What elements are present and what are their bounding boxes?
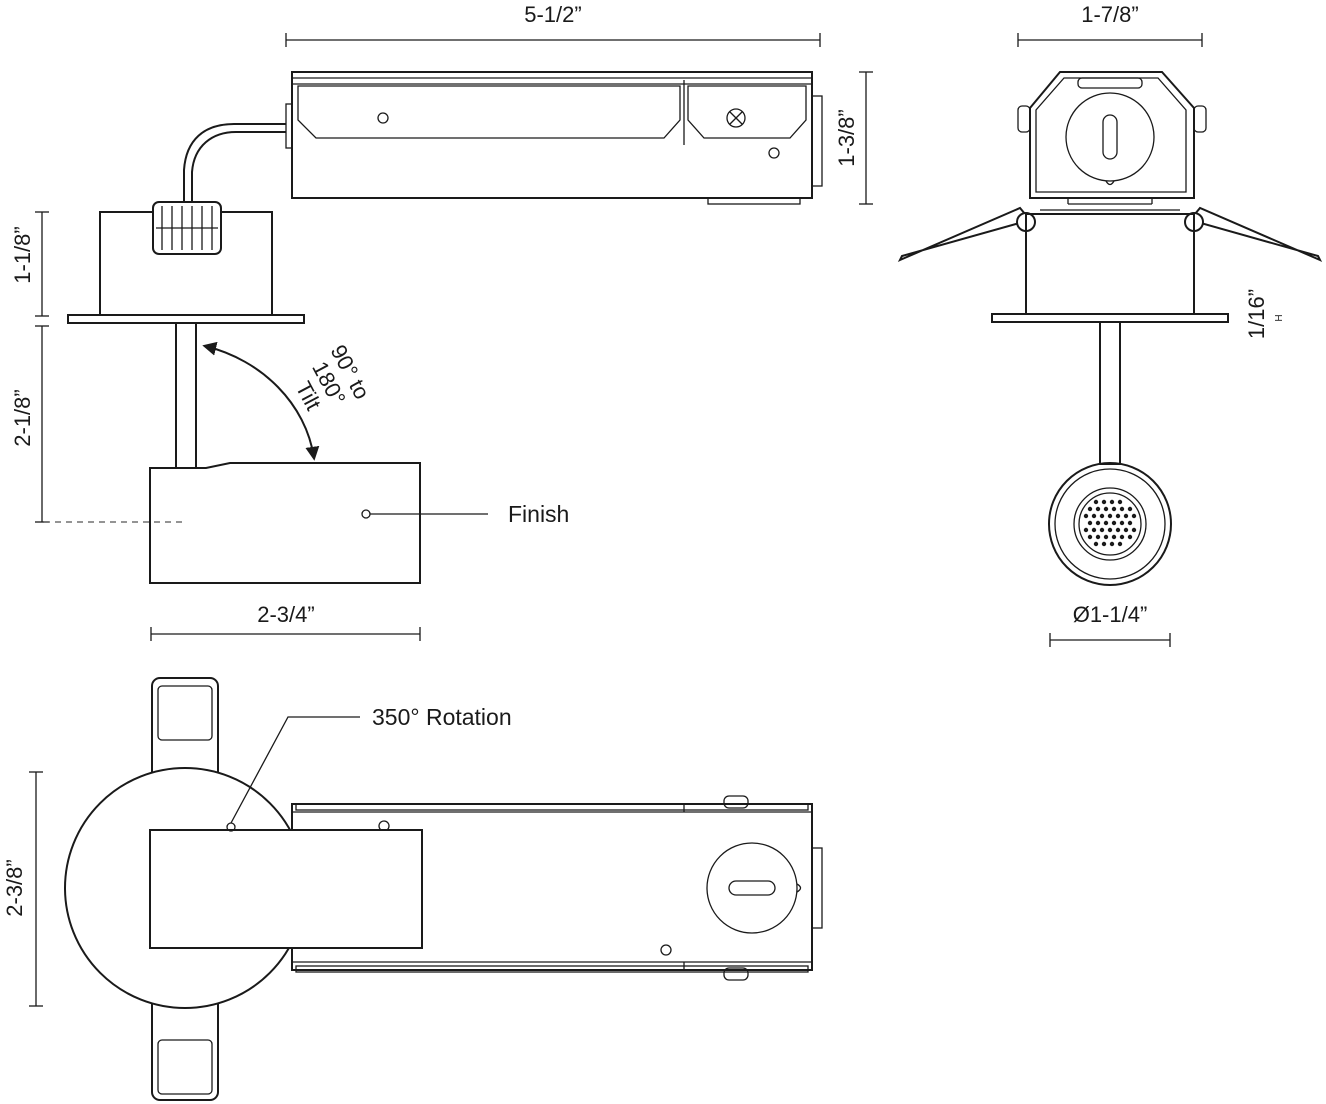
conduit bbox=[183, 123, 286, 202]
overall-width-dimension: 2-3/8” bbox=[2, 771, 43, 1007]
flange-thickness-suffix: H bbox=[1274, 314, 1285, 321]
box-width-dimension: 1-7/8” bbox=[1017, 2, 1203, 47]
housing-height-label: 1-3/8” bbox=[834, 109, 859, 166]
side-view: 5-1/2” 1-3/8” bbox=[10, 2, 873, 641]
trim-flange-front bbox=[991, 313, 1229, 323]
head-width-label: 2-3/4” bbox=[257, 602, 314, 627]
junction-box-front bbox=[1017, 71, 1207, 205]
fixture-head bbox=[149, 462, 421, 584]
spring-clips bbox=[897, 206, 1323, 263]
housing-length-dimension: 5-1/2” bbox=[285, 2, 821, 47]
can-front bbox=[1025, 213, 1195, 315]
stem bbox=[175, 322, 197, 469]
stem-front bbox=[1099, 321, 1121, 465]
fixture-head-top bbox=[149, 829, 423, 949]
flange-thickness-dimension: 1/16” H bbox=[1244, 289, 1285, 339]
housing-height-dimension: 1-3/8” bbox=[834, 71, 873, 205]
aperture-diameter-dimension: Ø1-1/4” bbox=[1049, 602, 1171, 647]
aperture-diameter-label: Ø1-1/4” bbox=[1073, 602, 1148, 627]
can-height-dimension: 1-1/8” bbox=[10, 211, 49, 317]
led-dots bbox=[1083, 499, 1137, 547]
tilt-label: 90° to 180° Tilt bbox=[291, 341, 375, 415]
recessed-can bbox=[99, 201, 273, 316]
head-width-dimension: 2-3/4” bbox=[150, 602, 421, 641]
stem-height-label: 2-1/8” bbox=[10, 389, 35, 446]
lens-head-front bbox=[1048, 462, 1172, 586]
front-view: 1-7/8” 1/16” bbox=[897, 2, 1323, 647]
junction-housing bbox=[285, 71, 823, 205]
rotation-label: 350° Rotation bbox=[372, 704, 512, 730]
can-height-label: 1-1/8” bbox=[10, 226, 35, 283]
stem-height-dimension: 2-1/8” bbox=[10, 325, 49, 523]
overall-width-label: 2-3/8” bbox=[2, 859, 27, 916]
trim-flange bbox=[67, 314, 305, 324]
finish-label: Finish bbox=[508, 501, 569, 527]
top-view: 350° Rotation 2-3/8” bbox=[2, 677, 823, 1101]
tilt-arrow bbox=[202, 341, 320, 461]
box-width-label: 1-7/8” bbox=[1081, 2, 1138, 27]
housing-length-label: 5-1/2” bbox=[524, 2, 581, 27]
flange-thickness-label: 1/16” bbox=[1244, 289, 1269, 339]
